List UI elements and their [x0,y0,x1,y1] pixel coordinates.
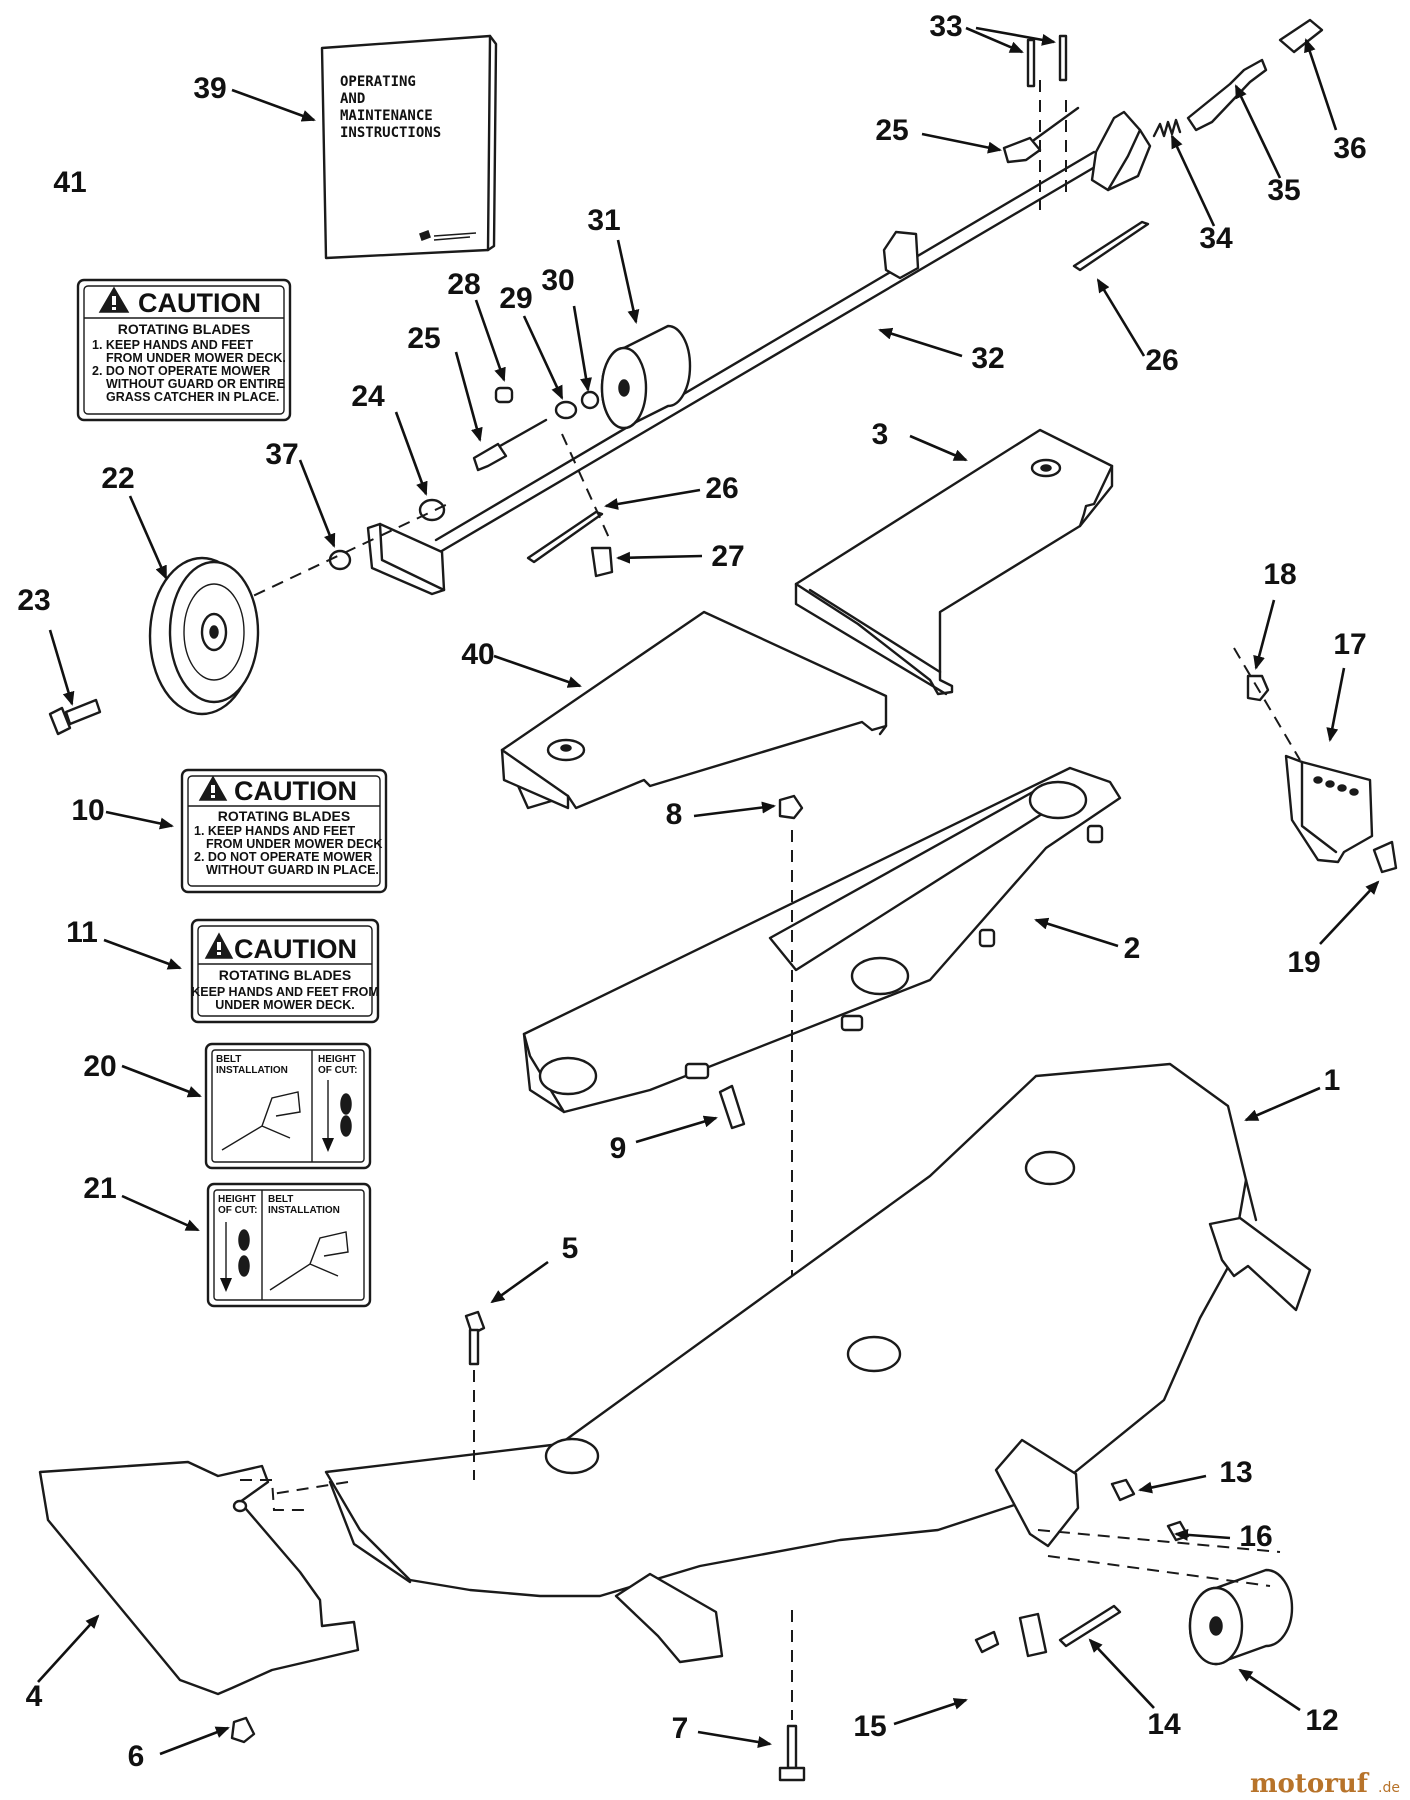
callout-2: 2 [1124,932,1141,965]
callout-28: 28 [447,268,480,301]
decal-41-line-4: WITHOUT GUARD OR ENTIRE [106,377,285,391]
caution-decal-10: CAUTION ROTATING BLADES 1. KEEP HANDS AN… [180,768,388,894]
callout-12: 12 [1305,1704,1338,1737]
callout-15: 15 [853,1710,886,1743]
manual-line-4: INSTRUCTIONS [340,125,441,141]
wheel [48,556,260,736]
watermark-brand: motoruf [1250,1769,1370,1799]
callout-1: 1 [1324,1064,1341,1097]
callout-25a: 25 [407,322,440,355]
callout-6: 6 [128,1740,145,1773]
operating-manual: OPERATING AND MAINTENANCE INSTRUCTIONS [320,34,498,260]
callout-10: 10 [71,794,104,827]
decal-41-line-2: FROM UNDER MOWER DECK. [106,351,286,365]
callout-39: 39 [193,72,226,105]
decal-41-subtitle: ROTATING BLADES [118,321,250,337]
axle-rod-assembly [235,18,1324,605]
decal-21-left-title-2: OF CUT: [218,1205,257,1216]
callout-35: 35 [1267,174,1300,207]
manual-line-3: MAINTENANCE [340,108,433,124]
callout-7: 7 [672,1712,689,1745]
callout-30: 30 [541,264,574,297]
decal-41-title: CAUTION [138,288,261,318]
watermark-suffix: .de [1378,1780,1400,1796]
manual-line-2: AND [340,91,365,107]
callout-26a: 26 [1145,344,1178,377]
decal-11-line-2: UNDER MOWER DECK. [215,998,355,1012]
decal-41-line-1: 1. KEEP HANDS AND FEET [92,338,254,352]
callout-16: 16 [1239,1520,1272,1553]
callout-arrows [37,26,1380,1756]
belt-decal-21: HEIGHT OF CUT: BELT INSTALLATION [206,1182,372,1308]
decal-10-line-3: 2. DO NOT OPERATE MOWER [194,850,372,864]
deflector-4 [38,1460,360,1744]
callout-33: 33 [929,10,962,43]
callout-17: 17 [1333,628,1366,661]
watermark: motoruf .de [1250,1769,1400,1799]
decal-20-right-title-1: HEIGHT [318,1054,356,1065]
decal-11-title: CAUTION [234,934,357,964]
callout-37: 37 [265,438,298,471]
decal-10-line-4: WITHOUT GUARD IN PLACE. [206,863,379,877]
callout-3: 3 [872,418,889,451]
decal-10-line-1: 1. KEEP HANDS AND FEET [194,824,356,838]
spindle-frame-2 [522,766,1122,1310]
callout-13: 13 [1219,1456,1252,1489]
roller-12 [974,1478,1294,1666]
belt-cover-40 [500,610,888,810]
callout-20: 20 [83,1050,116,1083]
decal-11-line-1: KEEP HANDS AND FEET FROM [191,985,379,999]
callout-14: 14 [1147,1708,1181,1741]
decal-41-line-3: 2. DO NOT OPERATE MOWER [92,364,270,378]
belt-cover-3 [794,428,1114,696]
callout-41: 41 [53,166,86,199]
callout-23: 23 [17,584,50,617]
caution-decal-41: CAUTION ROTATING BLADES 1. KEEP HANDS AN… [76,278,292,422]
callout-8: 8 [666,798,683,831]
callout-27: 27 [711,540,744,573]
callout-36: 36 [1333,132,1366,165]
callout-31: 31 [587,204,620,237]
decal-10-subtitle: ROTATING BLADES [218,808,350,824]
belt-decal-20: BELT INSTALLATION HEIGHT OF CUT: [204,1042,372,1170]
callout-29: 29 [499,282,532,315]
decal-10-title: CAUTION [234,776,357,806]
callout-34: 34 [1199,222,1233,255]
callout-4: 4 [26,1680,43,1713]
decal-21-left-title-1: HEIGHT [218,1194,256,1205]
callout-25b: 25 [875,114,908,147]
callout-21: 21 [83,1172,116,1205]
callout-19: 19 [1287,946,1320,979]
decal-21-right-title-2: INSTALLATION [268,1205,340,1216]
decal-10-line-2: FROM UNDER MOWER DECK [206,837,382,851]
callout-18: 18 [1263,558,1296,591]
decal-11-subtitle: ROTATING BLADES [219,967,351,983]
decal-20-right-title-2: OF CUT: [318,1065,357,1076]
callout-9: 9 [610,1132,627,1165]
callout-32: 32 [971,342,1004,375]
decal-21-right-title-1: BELT [268,1194,293,1205]
callout-numbers: 1 2 3 4 5 6 7 8 9 10 11 12 13 14 15 16 1… [17,10,1366,1773]
decal-20-left-title-1: BELT [216,1054,241,1065]
mower-deck-1 [271,1062,1312,1782]
manual-line-1: OPERATING [340,74,416,90]
bracket-17 [1233,647,1398,874]
callout-40: 40 [461,638,494,671]
decal-41-line-5: GRASS CATCHER IN PLACE. [106,390,279,404]
callout-22: 22 [101,462,134,495]
callout-24: 24 [351,380,385,413]
decal-20-left-title-2: INSTALLATION [216,1065,288,1076]
callout-5: 5 [562,1232,579,1265]
caution-decal-11: CAUTION ROTATING BLADES KEEP HANDS AND F… [190,918,380,1024]
callout-26b: 26 [705,472,738,505]
callout-11: 11 [66,916,98,949]
